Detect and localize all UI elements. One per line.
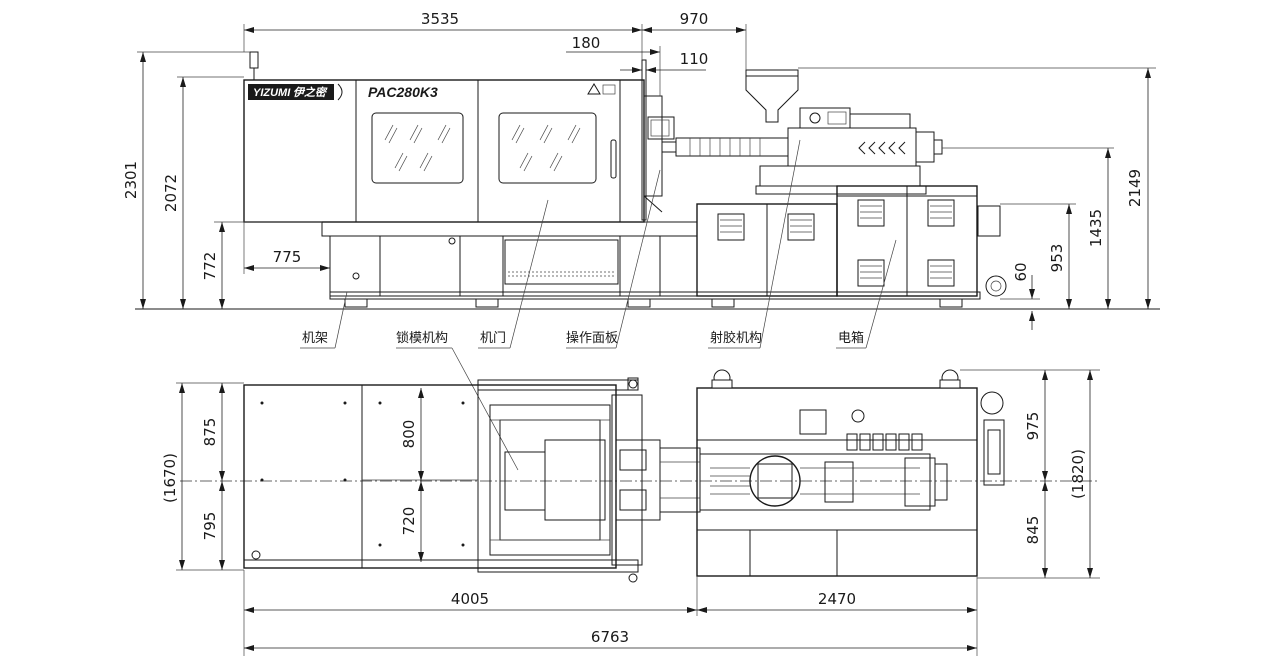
brand-name-cn: 伊之密 — [293, 86, 328, 99]
door-window-right — [498, 112, 597, 184]
injection-unit — [661, 69, 943, 195]
side-view: YIZUMI 伊之密 PAC280K3 — [122, 10, 1160, 471]
label-injection-unit: 射胶机构 — [710, 330, 762, 346]
dim-2072: 2072 — [162, 174, 180, 212]
dim-2470: 2470 — [818, 590, 856, 608]
dim-975: 975 — [1024, 412, 1042, 441]
model-name: PAC280K3 — [368, 84, 438, 100]
hopper-top — [749, 455, 801, 507]
label-frame: 机架 — [302, 331, 328, 346]
dim-1820: (1820) — [1069, 449, 1087, 499]
dim-2301: 2301 — [122, 161, 140, 199]
dim-772: 772 — [201, 252, 219, 281]
clamping-unit-housing: YIZUMI 伊之密 PAC280K3 — [243, 51, 645, 223]
label-electric-box: 电箱 — [838, 330, 864, 346]
clamp-top-outline — [243, 384, 617, 569]
vent-grilles — [717, 199, 955, 287]
dim-800: 800 — [400, 420, 418, 449]
dim-953: 953 — [1048, 244, 1066, 273]
dim-775: 775 — [273, 248, 302, 266]
top-view: (1670) 875 795 800 720 975 845 (1820) — [161, 369, 1100, 656]
dim-1435: 1435 — [1087, 209, 1105, 247]
label-clamping-unit: 锁模机构 — [396, 330, 448, 346]
electric-cabinet — [696, 185, 1007, 297]
clamp-mechanism-top — [477, 377, 701, 583]
dim-60: 60 — [1012, 262, 1030, 281]
dim-4005: 4005 — [451, 590, 489, 608]
control-panel — [641, 59, 675, 221]
dim-875: 875 — [201, 418, 219, 447]
machine-frame — [321, 221, 981, 308]
label-control-panel: 操作面板 — [566, 330, 618, 346]
side-labels: 机架 锁模机构 机门 操作面板 射胶机构 电箱 — [300, 139, 897, 471]
dim-3535: 3535 — [421, 10, 459, 28]
brand-logo-mark — [337, 83, 343, 101]
dim-845: 845 — [1024, 516, 1042, 545]
dim-6763: 6763 — [591, 628, 629, 646]
brand-plate — [248, 84, 334, 100]
heater-bands — [846, 433, 923, 451]
dim-795: 795 — [201, 512, 219, 541]
door-window-left — [371, 112, 464, 184]
side-dimensions: 3535 970 180 110 2301 2072 772 — [122, 10, 1156, 330]
brand-name: YIZUMI — [253, 87, 291, 99]
dim-1670: (1670) — [161, 453, 179, 503]
dim-720: 720 — [400, 507, 418, 536]
label-door: 机门 — [480, 331, 506, 346]
dim-180: 180 — [572, 34, 601, 52]
dim-970: 970 — [680, 10, 709, 28]
hopper — [745, 69, 799, 123]
warning-icon — [587, 83, 601, 95]
dim-110: 110 — [680, 50, 709, 68]
top-dimensions: (1670) 875 795 800 720 975 845 (1820) — [161, 369, 1100, 656]
dim-2149: 2149 — [1126, 169, 1144, 207]
direction-chevrons — [858, 141, 906, 155]
